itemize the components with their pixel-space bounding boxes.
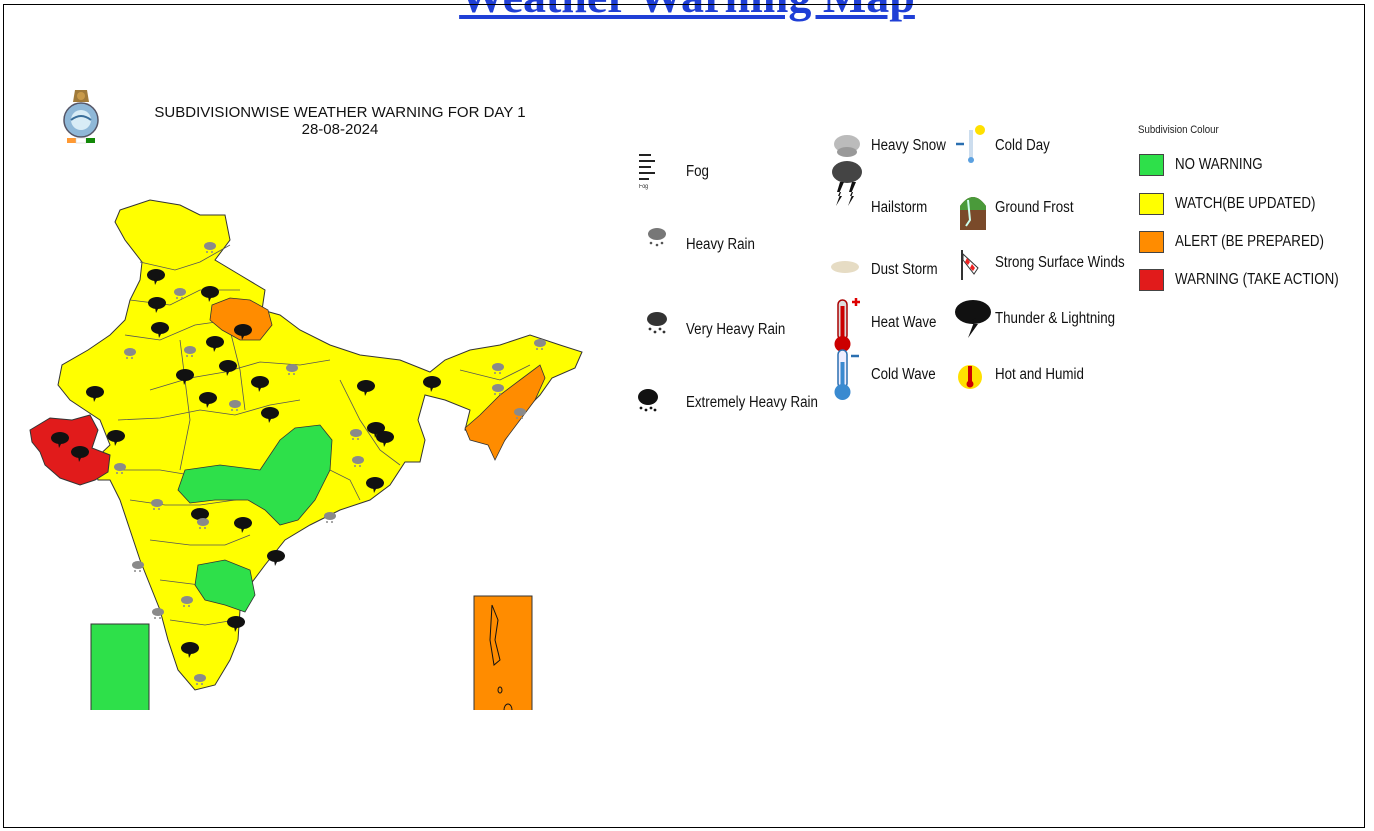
legend-label-fog: Fog xyxy=(686,163,709,180)
hot-humid-icon xyxy=(958,365,982,389)
heat-wave-icon xyxy=(834,298,860,352)
swatch-warning xyxy=(1139,269,1164,291)
windsock-icon xyxy=(961,250,979,280)
andaman-nicobar-inset xyxy=(473,595,533,710)
color-legend-caption: Subdivision Colour xyxy=(1138,124,1219,136)
legend-label-no-warning: NO WARNING xyxy=(1175,156,1263,173)
very-heavy-rain-icon xyxy=(647,312,667,334)
legend-label-hailstorm: Hailstorm xyxy=(871,199,928,216)
legend-label-ground-frost: Ground Frost xyxy=(995,199,1074,216)
fog-icon-caption: Fog xyxy=(639,184,649,190)
cold-day-icon xyxy=(956,125,985,163)
legend-label-extremely-heavy-rain: Extremely Heavy Rain xyxy=(686,394,818,411)
map-title: SUBDIVISIONWISE WEATHER WARNING FOR DAY … xyxy=(154,104,526,121)
map-region-alert xyxy=(209,297,273,341)
map-date: 28-08-2024 xyxy=(301,121,379,138)
legend-label-dust-storm: Dust Storm xyxy=(871,261,938,278)
legend-label-hot-humid: Hot and Humid xyxy=(995,366,1084,383)
swatch-alert xyxy=(1139,231,1164,253)
legend-label-very-heavy-rain: Very Heavy Rain xyxy=(686,321,786,338)
india-warning-map xyxy=(29,199,583,710)
legend-label-strong-surface-winds: Strong Surface Winds xyxy=(995,254,1125,271)
heavy-rain-markers xyxy=(114,242,546,685)
map-region-no-warning xyxy=(177,424,333,526)
legend-label-watch: WATCH(BE UPDATED) xyxy=(1175,195,1316,212)
fog-icon xyxy=(639,154,655,180)
page-border xyxy=(3,4,1365,828)
legend-label-cold-wave: Cold Wave xyxy=(871,366,936,383)
map-region-no-warning xyxy=(194,559,256,613)
legend-label-heavy-snow: Heavy Snow xyxy=(871,137,946,154)
legend-label-heat-wave: Heat Wave xyxy=(871,314,937,331)
legend-label-thunder-lightning: Thunder & Lightning xyxy=(995,310,1116,327)
cold-wave-icon xyxy=(834,349,859,400)
legend-label-cold-day: Cold Day xyxy=(995,137,1050,154)
top-heading-link[interactable]: Weather Warning Map xyxy=(0,0,1374,23)
swatch-no-warning xyxy=(1139,154,1164,176)
thunder-lightning-icon xyxy=(955,300,991,338)
map-region-warning xyxy=(29,414,111,486)
heavy-snow-icon xyxy=(834,135,860,157)
lakshadweep-inset xyxy=(90,623,150,710)
hailstorm-icon xyxy=(832,161,862,206)
swatch-watch xyxy=(1139,193,1164,215)
legend-label-warning: WARNING (TAKE ACTION) xyxy=(1175,271,1339,288)
imd-emblem-icon xyxy=(63,90,99,144)
legend-label-heavy-rain: Heavy Rain xyxy=(686,236,755,253)
heavy-rain-icon xyxy=(648,228,666,247)
ground-frost-icon xyxy=(960,197,986,230)
dust-storm-icon xyxy=(831,261,859,273)
thunder-markers xyxy=(51,269,441,658)
legend-label-alert: ALERT (BE PREPARED) xyxy=(1175,233,1324,250)
extremely-heavy-rain-icon xyxy=(638,389,658,412)
